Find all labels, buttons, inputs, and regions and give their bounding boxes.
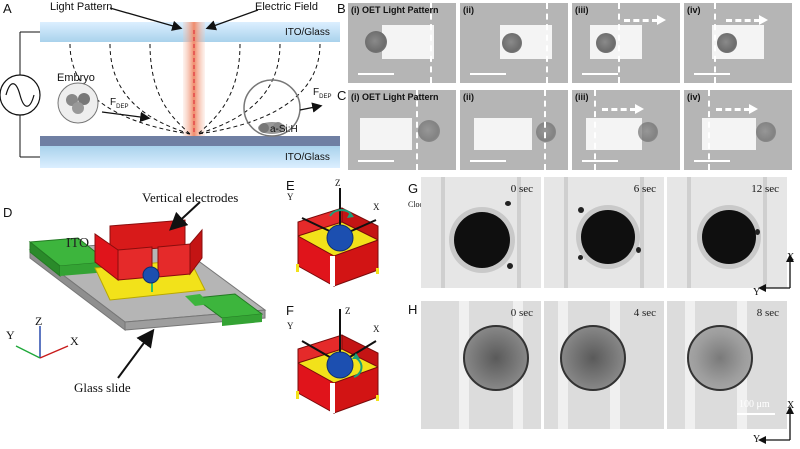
panel-b-frame-4: (iv) — [684, 3, 792, 83]
panel-b-letter: B — [337, 1, 346, 16]
panel-f-x-label: X — [373, 324, 380, 334]
ito-glass-top-label: ITO/Glass — [285, 27, 330, 38]
panel-c-frame-3: (iii) — [572, 90, 680, 170]
panel-h-frame-1: 0 sec — [421, 301, 541, 429]
panel-f-letter: F — [286, 303, 294, 318]
light-pattern-label: Light Pattern — [50, 1, 113, 13]
panel-d-letter: D — [3, 205, 13, 220]
panel-g-time-2: 6 sec — [633, 183, 656, 195]
fdep-right-label: FDEP — [313, 87, 332, 100]
panel-e-x-label: X — [373, 202, 380, 212]
panel-b-frame-1-label: (i) OET Light Pattern — [351, 5, 439, 15]
panel-c-frame-2-label: (ii) — [463, 92, 474, 102]
panel-g-frame-3: 12 sec — [667, 177, 787, 288]
panel-b-frame-4-label: (iv) — [687, 5, 701, 15]
embryo-right — [243, 79, 301, 137]
panel-g-frame-1: 0 sec — [421, 177, 541, 288]
electrode-right — [189, 228, 203, 276]
panel-h-time-1: 0 sec — [510, 307, 533, 319]
panel-g-time-3: 12 sec — [751, 183, 779, 195]
glass-slide-label: Glass slide — [74, 380, 131, 395]
panel-b-frame-2-label: (ii) — [463, 5, 474, 15]
fdep-left-label: FDEP — [110, 97, 129, 110]
panel-e-letter: E — [286, 178, 295, 193]
panel-g-axis-x: X — [787, 252, 795, 263]
panel-b-frame-3-label: (iii) — [575, 5, 589, 15]
panel-c-letter: C — [337, 88, 347, 103]
asi-label: a-Si:H — [270, 124, 298, 135]
panel-b-frame-3: (iii) — [572, 3, 680, 83]
panel-c-frame-4-label: (iv) — [687, 92, 701, 102]
panel-e-rotation-diagram — [296, 188, 379, 287]
panel-g-letter: G — [408, 181, 419, 196]
ito-label: ITO — [66, 236, 90, 251]
panel-h-axes — [758, 406, 794, 444]
panel-f-z-label: Z — [345, 306, 351, 316]
panel-c-frame-3-label: (iii) — [575, 92, 589, 102]
panel-e-z-label: Z — [335, 178, 341, 188]
embryo-label: Embryo — [57, 72, 95, 84]
panel-h-axis-y: Y — [753, 434, 761, 445]
panel-h-letter: H — [408, 302, 418, 317]
axis-y-label: Y — [6, 328, 15, 342]
panel-b-frame-2: (ii) — [460, 3, 568, 83]
panel-b-frame-1: (i) OET Light Pattern — [348, 3, 456, 83]
electric-field-label: Electric Field — [255, 1, 318, 13]
panel-e-y-label: Y — [287, 192, 294, 202]
panel-a-letter: A — [3, 1, 12, 16]
axis-z-label: Z — [35, 314, 43, 328]
panel-e-ball — [326, 224, 354, 252]
embryo-ball — [142, 266, 160, 284]
panel-c-frame-2: (ii) — [460, 90, 568, 170]
panel-d-device-diagram — [15, 201, 267, 379]
panel-h-axis-x: X — [787, 400, 795, 411]
panel-h-time-2: 4 sec — [633, 307, 656, 319]
panel-g-axis-y: Y — [753, 287, 761, 298]
panel-f-y-label: Y — [287, 321, 294, 331]
panel-c-frame-1-label: (i) OET Light Pattern — [351, 92, 439, 102]
panel-h-frame-2: 4 sec — [544, 301, 664, 429]
panel-c-frame-4: (iv) — [684, 90, 792, 170]
ito-glass-bottom-label: ITO/Glass — [285, 152, 330, 163]
panel-a-diagram — [0, 7, 340, 168]
scale-bar — [737, 413, 775, 415]
panel-g-frame-2: 6 sec — [544, 177, 664, 288]
panel-h-time-3: 8 sec — [756, 307, 779, 319]
axis-x-label: X — [70, 334, 79, 348]
scale-bar-label: 100 μm — [739, 399, 770, 410]
panel-c-frame-1: (i) OET Light Pattern — [348, 90, 456, 170]
panel-h-frame-3: 8 sec 100 μm — [667, 301, 787, 429]
panel-g-axes — [758, 254, 794, 292]
panel-f-ball — [326, 351, 354, 379]
bottom-ito-glass-layer — [40, 146, 340, 168]
asi-layer — [40, 136, 340, 146]
panel-f-rotation-diagram — [296, 309, 379, 414]
vertical-electrodes-label: Vertical electrodes — [142, 190, 239, 205]
panel-g-time-1: 0 sec — [510, 183, 533, 195]
